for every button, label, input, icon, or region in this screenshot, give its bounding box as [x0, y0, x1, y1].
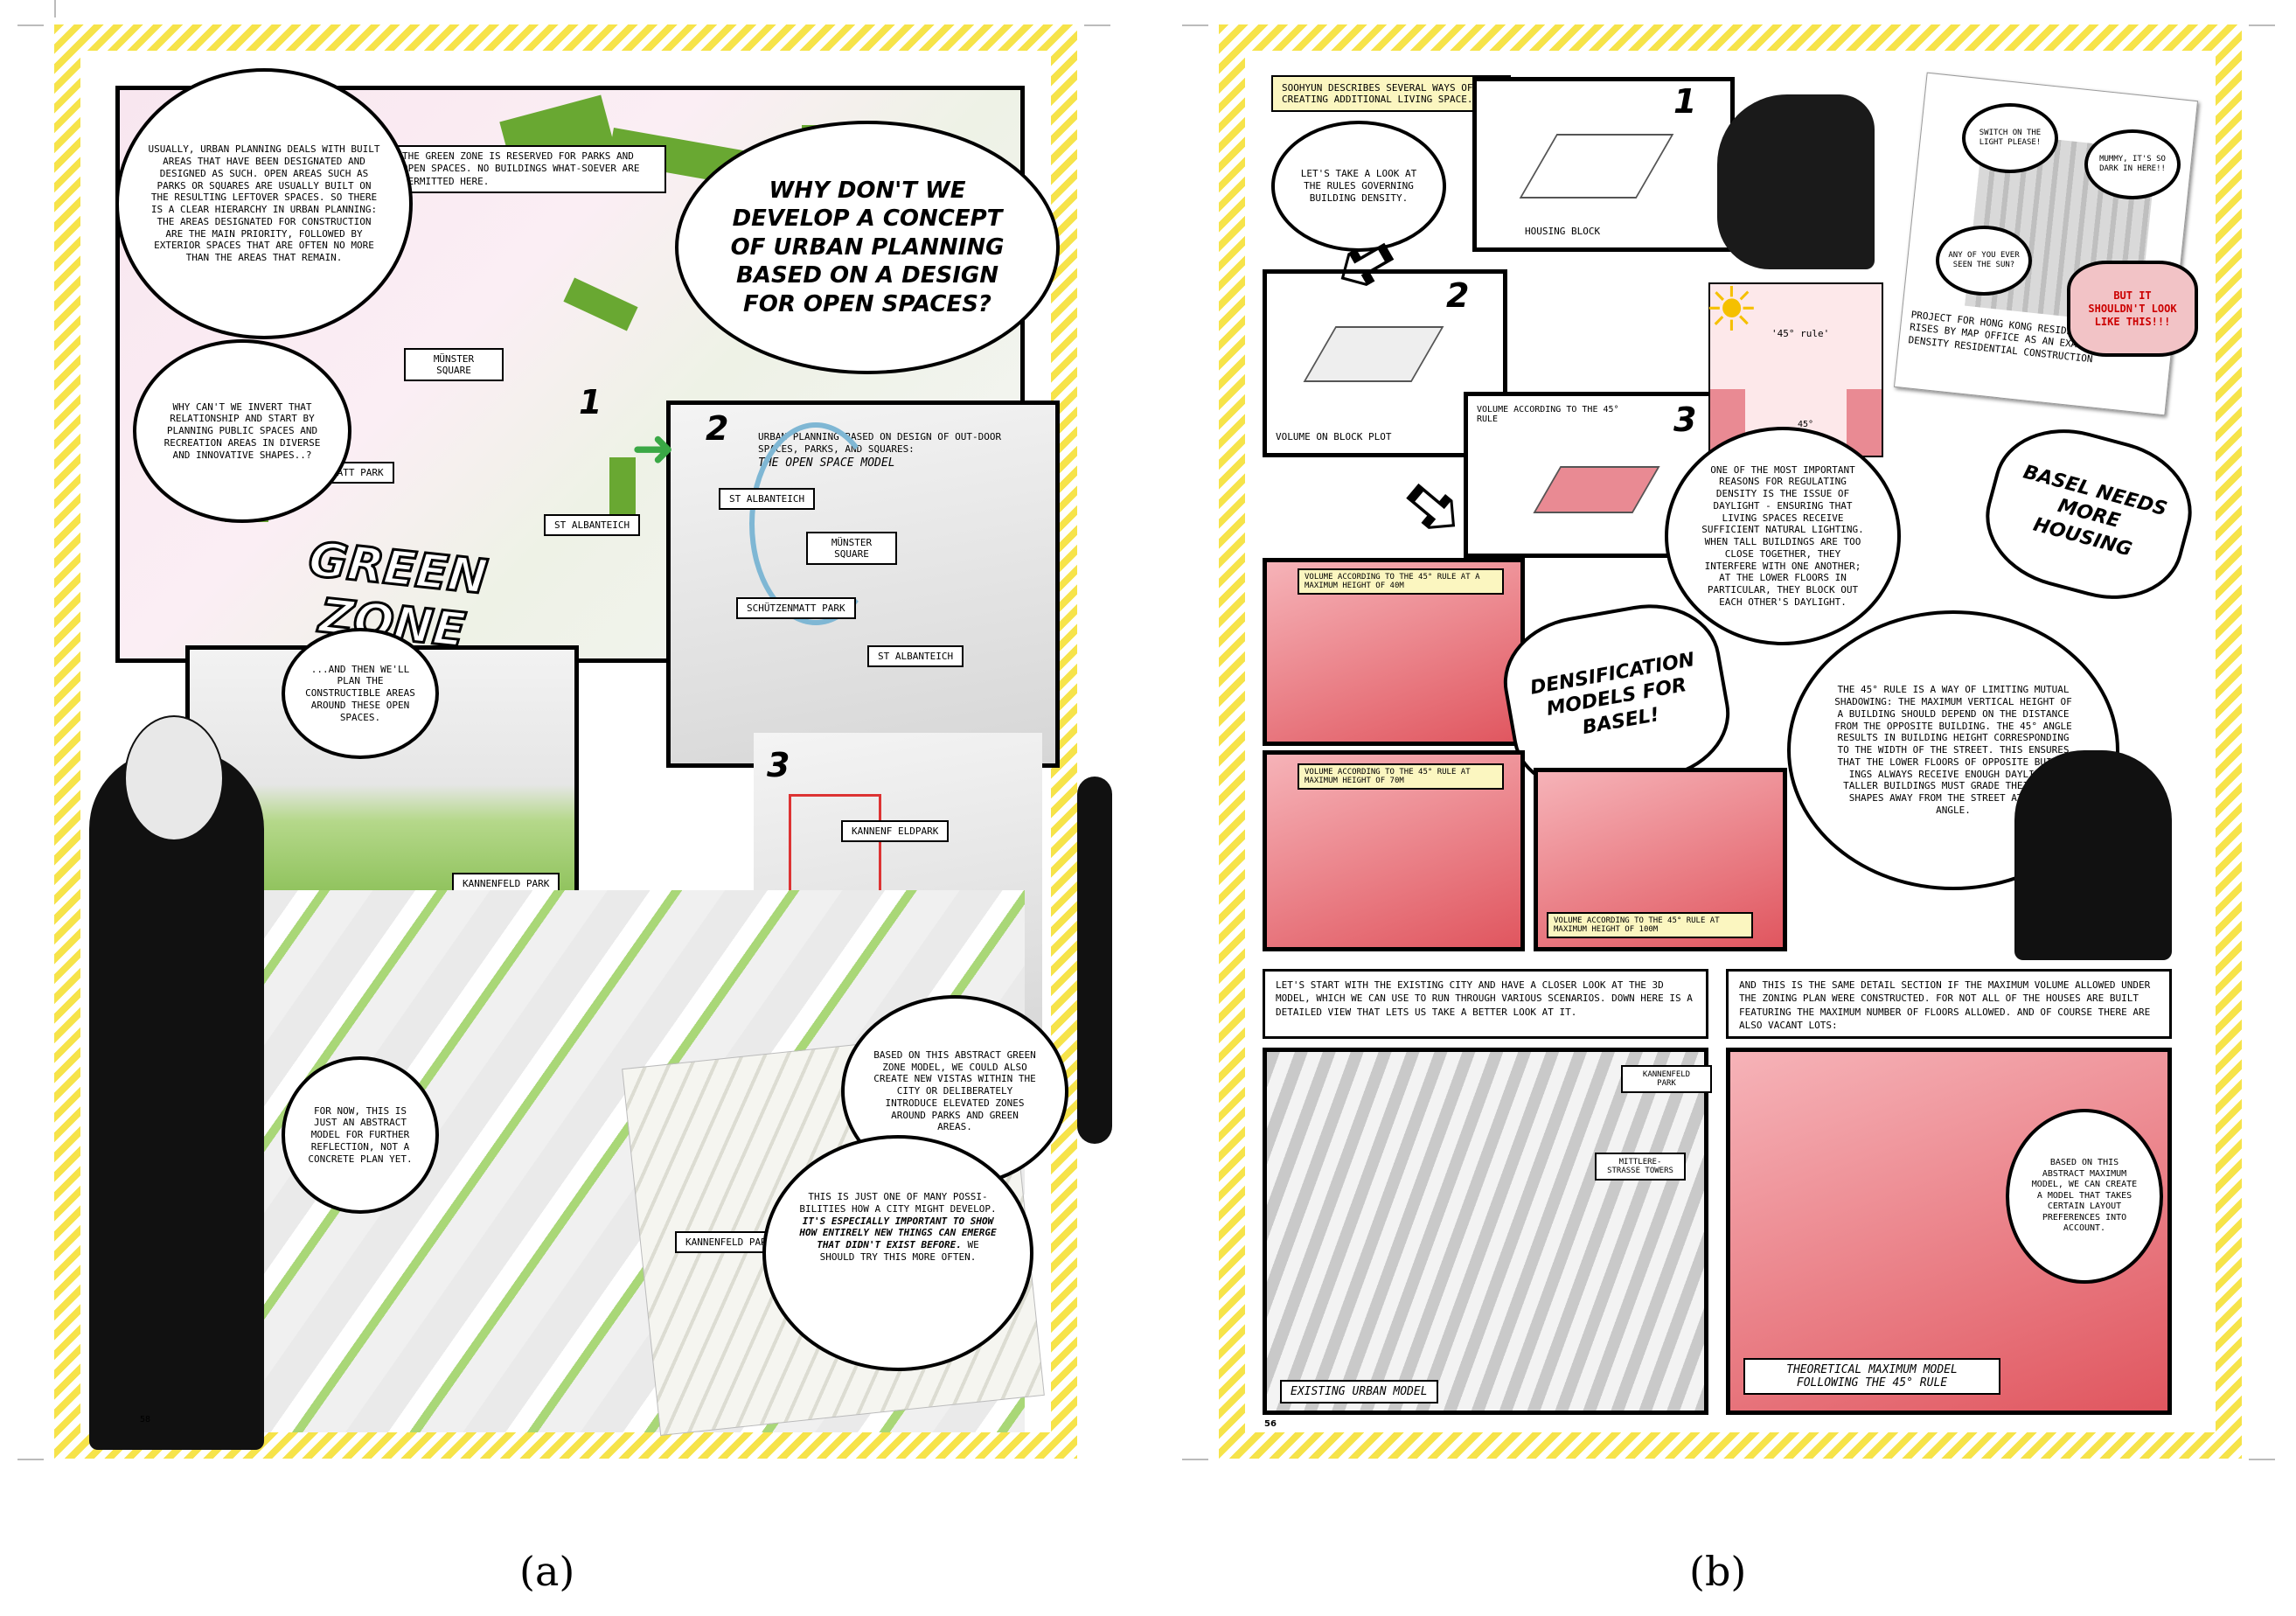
subfigure-label-b: (b): [1689, 1548, 1747, 1595]
panel-number: 2: [1446, 276, 1470, 315]
label-mittlere-strasse-towers: Mittlere-strasse towers: [1595, 1153, 1686, 1181]
caption-theoretical-max-model: Theoretical maximum model following the …: [1743, 1358, 2000, 1395]
volume-block-plot-label: Volume on block plot: [1276, 431, 1392, 442]
speech-bubble-light: Switch on the light please!: [1962, 103, 2058, 173]
label-kannenfeld-par: Kannenfeld Par: [675, 1231, 777, 1253]
label-schutzenmatt-park-2: Schützenmatt Park: [736, 597, 856, 619]
housing-block-panel: [1472, 77, 1735, 252]
panel-number: 3: [1673, 401, 1697, 439]
45-angle-label: 45°: [1798, 420, 1814, 429]
crop-mark: [2249, 1459, 2275, 1460]
volume-box-sketch: [1303, 326, 1444, 382]
child-figure: [2014, 750, 2172, 960]
burst-basel-needs-housing: Basel needs more housing: [1971, 412, 2207, 616]
label-kannenfeldpark: Kannenf eldpark: [841, 820, 950, 842]
crop-mark: [1182, 1459, 1208, 1460]
green-zone-legend-text: The green zone is reserved for parks and…: [402, 150, 640, 187]
crop-mark: [17, 24, 44, 26]
river-shape: [749, 422, 882, 625]
panel-number: 1: [1673, 82, 1697, 121]
crop-mark: [17, 1459, 44, 1460]
speech-bubble-just-one: This is just one of many possi-bilities …: [762, 1135, 1033, 1371]
crop-mark: [2249, 24, 2275, 26]
panel-number: 1: [579, 383, 602, 421]
45-rule-label: '45° rule': [1771, 328, 1830, 339]
woman-face: [124, 715, 224, 841]
crop-mark: [1084, 24, 1110, 26]
label-munster-square-2: Münster Square: [806, 532, 897, 565]
crop-mark: [1182, 24, 1208, 26]
green-area: [563, 277, 638, 331]
text-existing-city: Let's start with the existing city and h…: [1263, 969, 1708, 1039]
label-munster-square: Münster Square: [404, 348, 504, 381]
volume-100m-caption: Volume according to the 45° rule at maxi…: [1547, 912, 1753, 938]
pink-building: [1847, 389, 1882, 456]
text-maximum-volume: And this is the same detail section if t…: [1726, 969, 2172, 1039]
existing-urban-model-panel: [1263, 1048, 1708, 1415]
label-st-albanteich: St Albanteich: [544, 514, 641, 536]
partial-figure: [1077, 777, 1112, 1144]
woman-figure: [89, 750, 264, 1450]
speech-bubble-question: Why don't we develop a concept of urban …: [675, 121, 1060, 374]
caption-existing-urban-model: Existing urban model: [1280, 1380, 1438, 1404]
housing-block-label: Housing block: [1525, 226, 1601, 237]
speech-bubble-then: ...and then we'll plan the constructible…: [282, 628, 439, 759]
burst-shouldnt-look: But it shouldn't look like this!!!: [2067, 261, 2198, 357]
open-space-model-panel: Urban planning based on design of out-do…: [666, 401, 1060, 768]
comic-page-a: The green zone is reserved for parks and…: [54, 24, 1112, 1459]
volume-70m-caption: Volume according to the 45° rule at maxi…: [1298, 763, 1504, 790]
speech-bubble-intro: Usually, urban planning deals with built…: [115, 68, 413, 339]
pink-volume-sketch: [1533, 466, 1660, 513]
highlight-rect: [789, 794, 881, 895]
label-st-albanteich-2: St Albanteich: [719, 488, 816, 510]
woman-figure-b: [1717, 94, 1875, 269]
housing-block-sketch: [1519, 134, 1674, 199]
comic-page-b: Soohyun describes several ways of creati…: [1219, 24, 2242, 1459]
label-st-albanteich-3: St Albanteich: [867, 645, 964, 667]
arrow-right-icon: ➜: [631, 418, 676, 479]
speech-bubble-daylight: One of the most important reasons for re…: [1665, 427, 1901, 645]
green-area: [609, 457, 636, 519]
page-number-a: 58: [140, 1415, 151, 1424]
volume-40m-caption: Volume according to the 45° rule at a ma…: [1298, 568, 1504, 595]
panel-number: 2: [706, 409, 729, 448]
panel-number: 3: [767, 746, 790, 784]
speech-bubble-dark: Mummy, it's so dark in here!!: [2084, 129, 2181, 199]
speech-bubble-invert: Why can't we invert that relationship an…: [133, 339, 351, 523]
speech-bubble-for-now: For now, this is just an abstract model …: [282, 1056, 439, 1214]
caption-top: Soohyun describes several ways of creati…: [1271, 75, 1511, 112]
sun-icon: ☀: [1704, 274, 1759, 345]
crop-mark: [54, 0, 56, 17]
page-a-inner: The green zone is reserved for parks and…: [80, 51, 1112, 1450]
speech-bubble-based-max: Based on this abstract maximum model, we…: [2006, 1109, 2163, 1284]
volume-45-label: Volume according to the 45° rule: [1477, 405, 1619, 424]
speech-bubble-sun: Any of you ever seen the sun?: [1936, 226, 2032, 296]
subfigure-label-a: (a): [519, 1548, 575, 1595]
page-b-inner: Soohyun describes several ways of creati…: [1245, 51, 2216, 1432]
page-number-b: 56: [1264, 1419, 1277, 1429]
label-kannenfeld-park-b: Kannenfeld Park: [1621, 1065, 1712, 1093]
speech-bubble-rules: Let's take a look at the rules governing…: [1271, 121, 1446, 252]
